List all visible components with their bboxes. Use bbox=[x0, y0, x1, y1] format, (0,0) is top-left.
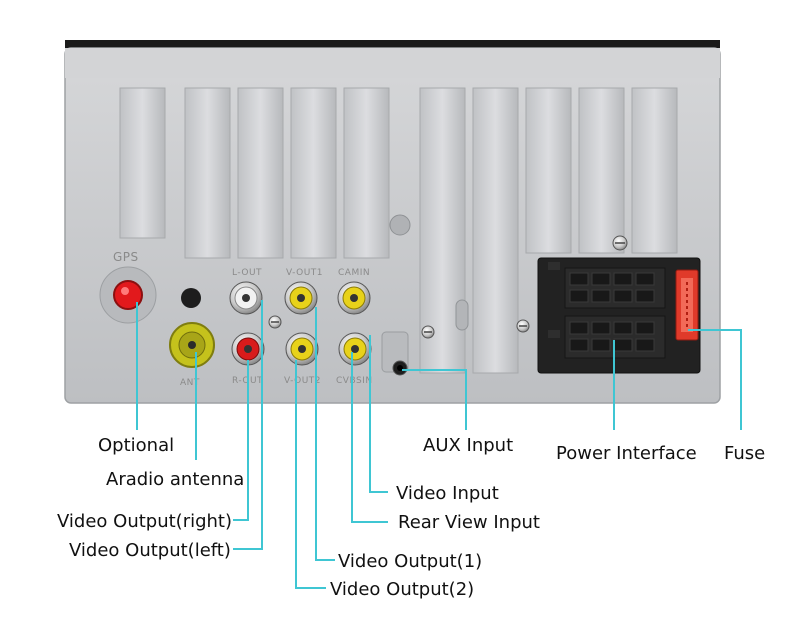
rca-v-out1 bbox=[284, 281, 318, 315]
leader-aux-input bbox=[402, 369, 467, 430]
rca-v-out2 bbox=[285, 332, 319, 366]
gps-label: GPS bbox=[113, 250, 139, 264]
callout-power-interface: Power Interface bbox=[556, 443, 697, 464]
ant-label: ANT bbox=[180, 378, 200, 388]
leader-rear-view-input bbox=[351, 352, 388, 523]
callout-radio-antenna: Aradio antenna bbox=[106, 469, 244, 490]
fuse bbox=[675, 269, 699, 341]
leader-video-output-right bbox=[233, 360, 249, 521]
callout-video-output-1: Video Output(1) bbox=[338, 551, 482, 572]
callout-video-output-2: Video Output(2) bbox=[330, 579, 474, 600]
leader-lines bbox=[136, 300, 742, 589]
rca-cvbsin bbox=[338, 332, 372, 366]
callout-optional: Optional bbox=[98, 435, 174, 456]
antenna-port bbox=[169, 322, 215, 368]
leader-video-input bbox=[369, 335, 388, 493]
v-out2-label: V-OUT2 bbox=[284, 376, 321, 386]
cvbsin-label: CVBSIN bbox=[336, 376, 373, 386]
aux-port bbox=[392, 360, 408, 376]
callout-video-output-right: Video Output(right) bbox=[57, 511, 232, 532]
callout-video-input: Video Input bbox=[396, 483, 499, 504]
gps-port bbox=[99, 266, 157, 324]
callout-video-output-left: Video Output(left) bbox=[69, 540, 231, 561]
v-out1-label: V-OUT1 bbox=[286, 268, 323, 278]
rca-l-out bbox=[229, 281, 263, 315]
mount-hole-icon bbox=[181, 288, 201, 308]
callout-fuse: Fuse bbox=[724, 443, 765, 464]
rca-r-out bbox=[231, 332, 265, 366]
callout-aux-input: AUX Input bbox=[423, 435, 513, 456]
leader-video-output-left bbox=[233, 300, 263, 550]
rca-camin bbox=[337, 281, 371, 315]
camin-label: CAMIN bbox=[338, 268, 370, 278]
callout-rear-view-input: Rear View Input bbox=[398, 512, 540, 533]
cooling-fins bbox=[119, 87, 678, 374]
leader-video-output-2 bbox=[295, 360, 326, 589]
leader-fuse bbox=[688, 329, 742, 430]
l-out-label: L-OUT bbox=[232, 268, 262, 278]
leader-video-output-1 bbox=[315, 307, 335, 561]
power-connector bbox=[537, 257, 701, 374]
